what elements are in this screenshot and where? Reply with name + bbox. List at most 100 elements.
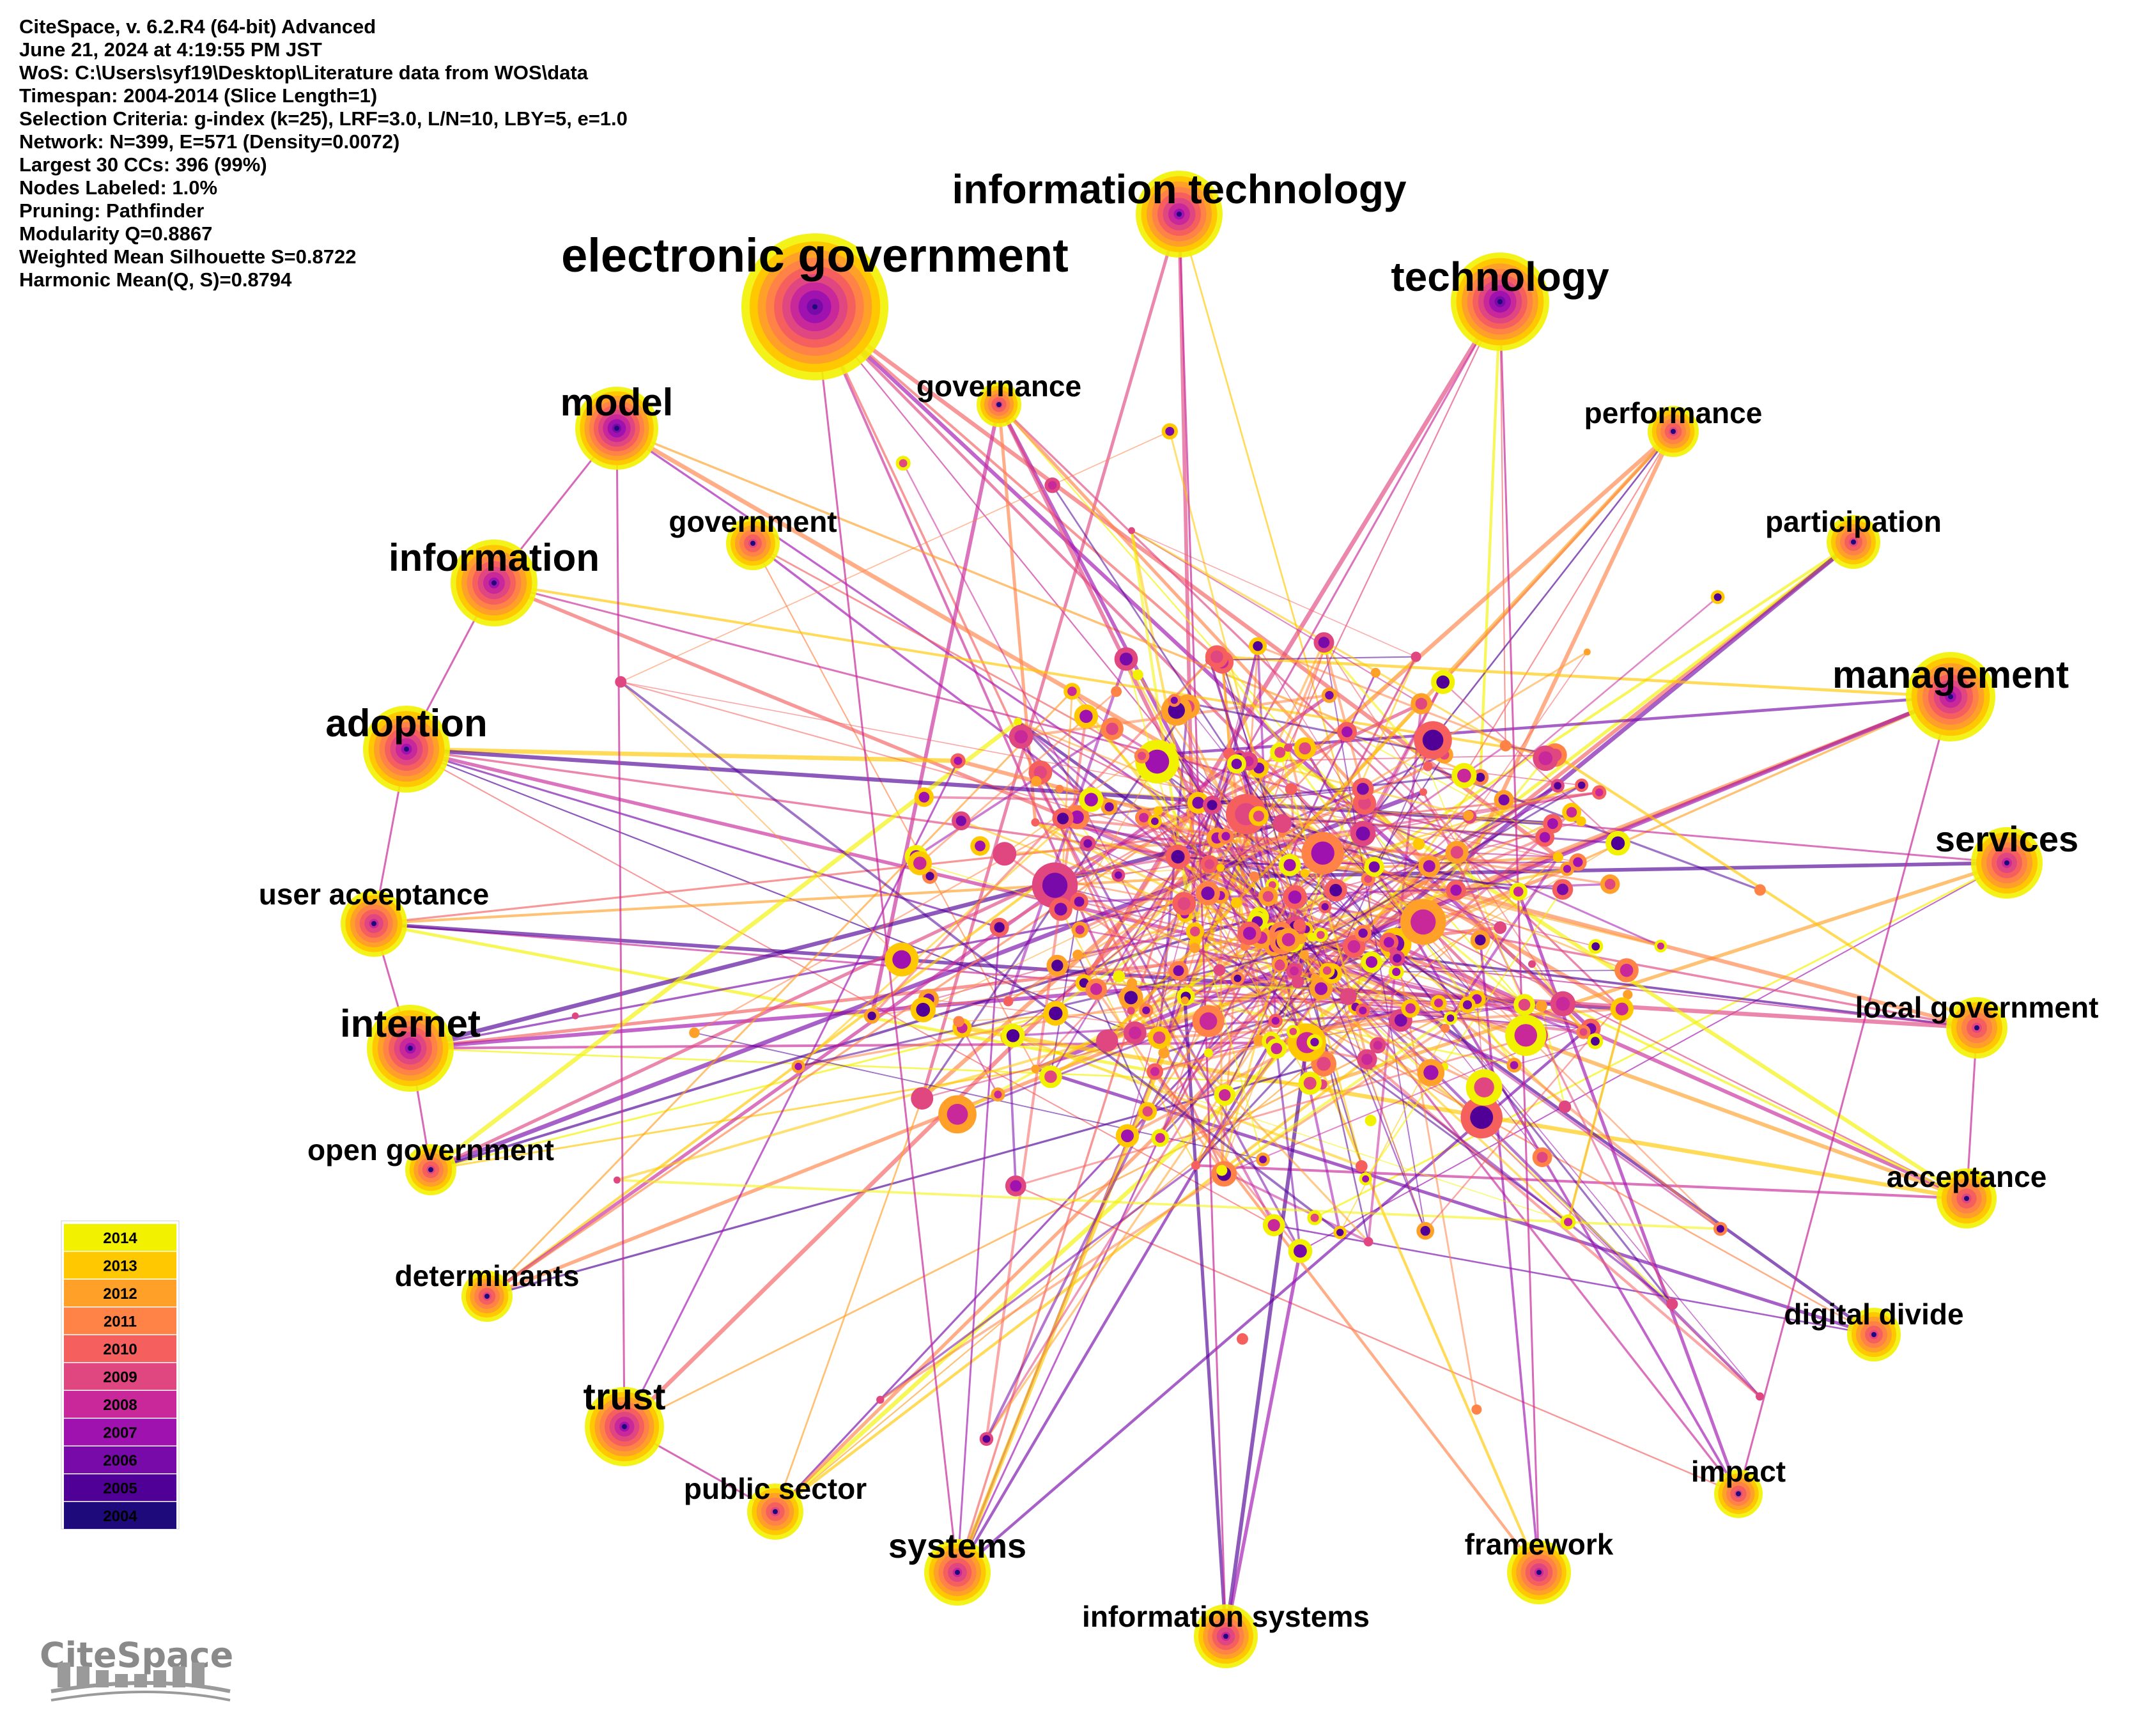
keyword-node[interactable] [747,1484,803,1540]
minor-node [1031,1064,1040,1074]
keyword-node[interactable] [1971,827,2043,899]
minor-node [953,1016,964,1027]
keyword-link [775,856,1559,1512]
keyword-link [486,694,1331,1298]
cooccurrence-link [1046,876,1485,1089]
book-icon [50,1662,231,1701]
legend-year-2013: 2013 [103,1258,137,1275]
minor-node [1005,1175,1026,1197]
keyword-node[interactable] [405,1144,456,1195]
minor-node [1248,806,1269,826]
minor-node [1600,874,1620,894]
minor-node [1148,1026,1171,1050]
cooccurrence-link [922,766,1428,1011]
minor-node [1046,954,1069,977]
legend-year-2012: 2012 [103,1285,137,1303]
minor-node [1186,922,1204,941]
keyword-label: information [389,536,599,579]
keyword-node[interactable] [575,387,658,470]
cooccurrence-link [1012,1034,1363,1168]
keyword-link [1273,1224,1875,1336]
cooccurrence-link [1396,970,1627,973]
keyword-node[interactable] [1937,1168,1997,1228]
minor-node [1299,950,1309,960]
minor-node [1039,1065,1062,1089]
keyword-node[interactable] [461,1271,513,1322]
keyword-label: participation [1765,505,1942,538]
cooccurrence-link [1331,740,1434,974]
minor-node [1111,868,1125,882]
legend-year-2014: 2014 [103,1230,137,1247]
keyword-node[interactable] [924,1539,991,1606]
legend-year-2011: 2011 [104,1314,137,1331]
minor-node [1216,864,1225,872]
minor-node [895,456,911,471]
minor-node [1044,477,1060,493]
cooccurrence-link [1322,642,1365,789]
keyword-node[interactable] [1946,997,2007,1058]
info-line-components: Largest 30 CCs: 396 (99%) [19,153,267,176]
run-info-panel: CiteSpace, v. 6.2.R4 (64-bit) Advanced J… [19,15,628,291]
minor-node [1031,818,1040,827]
keyword-label: digital divide [1784,1298,1963,1331]
keyword-node[interactable] [1847,1308,1901,1361]
keyword-node[interactable] [1194,1604,1258,1668]
cooccurrence-link [1154,820,1661,948]
minor-node [979,1432,994,1446]
minor-node [1085,978,1107,1000]
minor-node [1654,940,1667,953]
cooccurrence-link [1281,933,1591,1030]
keyword-node[interactable] [341,890,407,957]
minor-node [1411,651,1421,662]
minor-node [1001,1023,1025,1048]
minor-node [1278,854,1301,876]
keyword-node[interactable] [363,706,450,793]
keyword-node[interactable] [1714,1469,1763,1518]
minor-node [1003,996,1014,1007]
keyword-node[interactable] [741,233,888,380]
minor-node [1284,743,1293,752]
keyword-node[interactable] [585,1387,664,1466]
info-line-pruning: Pruning: Pathfinder [19,199,205,222]
keyword-link [373,922,1156,1073]
keyword-node[interactable] [367,1005,454,1092]
cooccurrence-link [1007,651,1588,1002]
keyword-node[interactable] [977,382,1021,427]
keyword-node[interactable] [1507,1540,1571,1604]
minor-node [1713,1221,1728,1236]
minor-node [1552,879,1574,900]
keyword-node[interactable] [1136,171,1223,258]
minor-node [1168,694,1181,707]
keyword-label: technology [1391,254,1609,300]
minor-node [1248,637,1267,655]
minor-node [1288,1239,1313,1264]
cooccurrence-link [923,1009,1568,1223]
minor-node [1560,1214,1576,1230]
minor-node [1354,924,1372,942]
minor-node [1276,927,1301,952]
keyword-link [814,306,959,1573]
info-line-modularity: Modularity Q=0.8867 [19,222,213,245]
minor-node [1309,977,1333,1000]
cooccurrence-link [1254,646,1327,816]
keyword-node[interactable] [1648,406,1699,457]
keyword-link [814,306,1136,1034]
minor-node [1361,951,1382,973]
minor-node [1356,1003,1370,1018]
minor-node [1364,856,1384,877]
cooccurrence-link [961,1027,999,1096]
minor-node [1101,798,1118,816]
keyword-node[interactable] [1827,515,1880,569]
keyword-node[interactable] [451,539,538,626]
minor-node [1416,1221,1435,1240]
keyword-node[interactable] [1906,652,1995,741]
minor-node [1293,919,1306,932]
keyword-node[interactable] [726,516,780,570]
minor-node [1114,647,1138,671]
minor-node [1575,779,1589,793]
cooccurrence-link [1007,1037,1017,1186]
keyword-link [493,582,1559,858]
minor-node [1071,921,1088,938]
minor-node [1666,1298,1678,1310]
keyword-node[interactable] [1451,252,1549,351]
